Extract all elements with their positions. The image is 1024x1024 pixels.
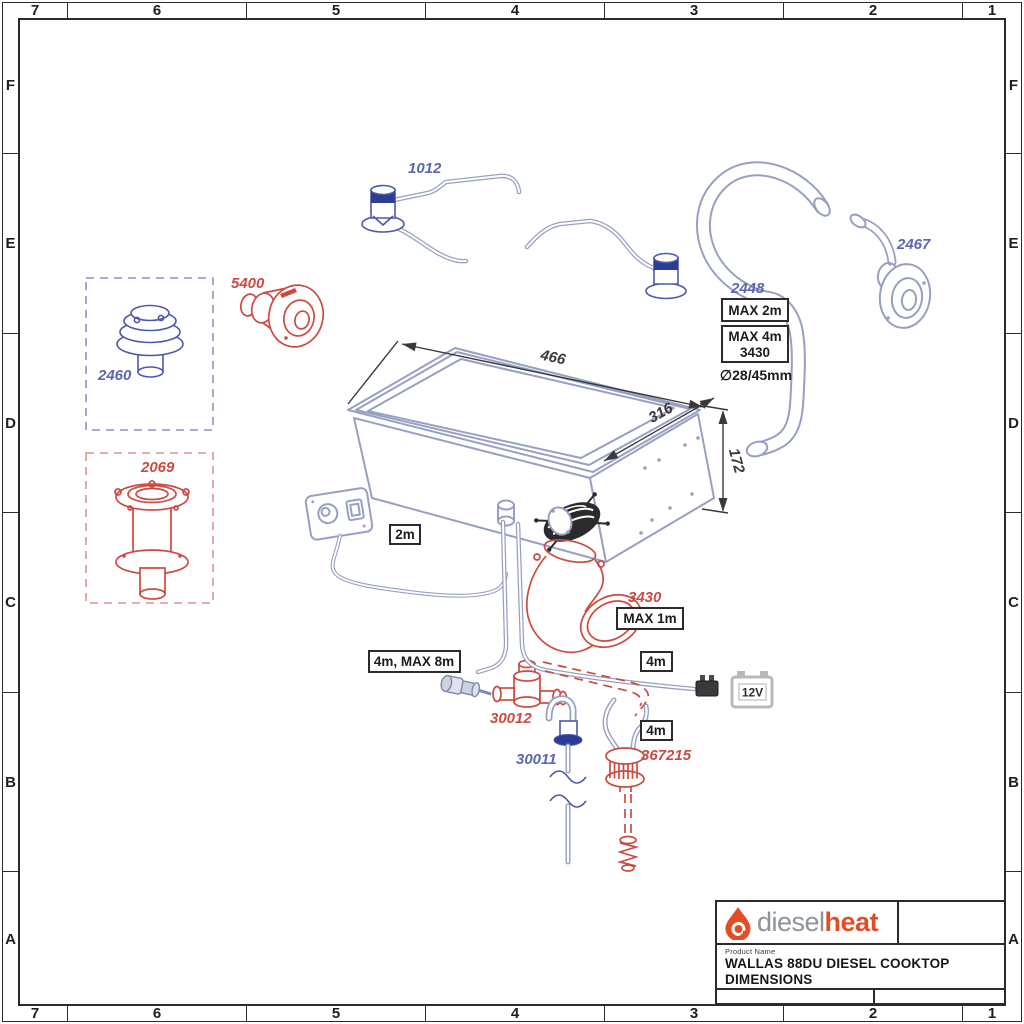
svg-text:172: 172: [725, 447, 748, 476]
callout-box-max4m: [721, 325, 789, 363]
fuel-line-group: 4m, MAX 8m 30012: [368, 519, 587, 865]
title-block: dieselheat Product Name WALLAS 88DU DIES…: [715, 900, 1006, 1005]
grid-ref-col: 6: [68, 1005, 247, 1022]
tall-chimney-group: 2069: [85, 452, 214, 604]
grid-ref-col: 4: [426, 1005, 605, 1022]
power-group: 4m 12V: [515, 521, 774, 709]
part-label-deck-chimney: 2460: [97, 367, 132, 384]
through-hull-group: 2467: [849, 213, 932, 329]
tank-connector-group: 4m 367215: [542, 661, 692, 872]
callout-box-max2m: [721, 298, 789, 322]
exhaust-hose-group: 2448 MAX 2m MAX 4m 3430 ∅28/45mm: [695, 161, 831, 458]
grid-ref-row: A: [1008, 930, 1019, 948]
brand-logo: dieselheat: [717, 902, 899, 943]
grid-ref-col: 7: [3, 1005, 68, 1022]
grid-ref-row: A: [5, 930, 16, 948]
grid-ref-row: C: [3, 513, 18, 693]
deck-chimney-group: 2460: [85, 277, 214, 431]
product-name-line2: DIMENSIONS: [725, 971, 813, 987]
grid-ref-row: F: [3, 18, 18, 154]
callout-max4m-line1: MAX 4m: [728, 329, 781, 344]
grid-ref-col: 1: [987, 1005, 997, 1022]
fuel-pickup: [545, 695, 587, 865]
callout-box-fuel-line: [368, 650, 461, 673]
fuel-pump-group: 1012: [361, 160, 687, 300]
grid-ref-col: 5: [247, 2, 426, 19]
grid-ref-col: 3: [605, 2, 784, 19]
callout-max4m-line2: 3430: [740, 345, 770, 360]
callout-hose-diameter: ∅28/45mm: [720, 367, 792, 383]
callout-box-power: [640, 651, 673, 672]
grid-ref-row: E: [3, 154, 18, 334]
grid-ref-col: 3: [605, 1005, 784, 1022]
callout-box-2m: [389, 524, 421, 545]
grid-ref-band-top: 7 6 5 4 3 2 1: [3, 2, 1021, 19]
grid-ref-band-bottom: 7 6 5 4 3 2 1: [3, 1005, 1021, 1022]
callout-tank-4m: 4m: [646, 723, 666, 738]
part-label-side-exit: 5400: [231, 275, 265, 292]
grid-ref-row: D: [3, 334, 18, 513]
title-block-footer-cell-left: [717, 990, 875, 1003]
product-name-field-label: Product Name: [725, 947, 776, 956]
grid-ref-col: 2: [784, 1005, 963, 1022]
grid-ref-col: 6: [68, 2, 247, 19]
callout-fuel-line: 4m, MAX 8m: [374, 654, 454, 669]
shutoff-valve: [492, 659, 568, 708]
side-exit-group: 5400: [231, 275, 325, 348]
part-label-exhaust-hose: 2448: [730, 280, 765, 297]
grid-ref-row: E: [1006, 154, 1021, 334]
brand-wordmark: dieselheat: [757, 907, 879, 937]
part-label-through-hull: 2467: [896, 236, 931, 253]
svg-text:466: 466: [538, 346, 568, 368]
part-label-tall-chimney: 2069: [140, 459, 175, 476]
option-box-red: [85, 452, 214, 604]
grid-ref-row: F: [1006, 18, 1021, 154]
grid-ref-band-left: F E D C B A: [3, 18, 18, 1006]
fuel-plug-connector: [440, 674, 492, 698]
title-block-footer-row: [717, 988, 1004, 1003]
grid-ref-row: B: [3, 693, 18, 872]
grid-ref-col: 1: [987, 2, 997, 19]
part-label-elbow: 3430: [628, 589, 662, 606]
fuel-strainer: [616, 835, 640, 872]
part-label-pickup: 30011: [516, 751, 557, 768]
elbow-duct-group: 3430 MAX 1m: [525, 538, 684, 654]
callout-box-tank: [640, 720, 673, 741]
dimension-height: 172: [701, 405, 748, 514]
callout-box-max1m: [616, 607, 684, 630]
battery-label: 12V: [742, 686, 763, 700]
title-block-footer-cell-right: [875, 990, 1004, 1003]
grid-ref-col: 4: [426, 2, 605, 19]
callout-max2m: MAX 2m: [728, 303, 781, 318]
grid-ref-col: 2: [784, 2, 963, 19]
title-block-logo-row: dieselheat: [717, 902, 1004, 945]
grid-ref-col: 5: [247, 1005, 426, 1022]
callout-power-4m: 4m: [646, 654, 666, 669]
grid-ref-row: C: [1006, 513, 1021, 693]
product-name-line1: WALLAS 88DU DIESEL COOKTOP: [725, 956, 950, 971]
grid-ref-band-right: F E D C B A: [1006, 18, 1021, 1006]
part-label-valve: 30012: [490, 710, 532, 727]
power-connector-icon: [695, 675, 719, 697]
title-block-empty-cell: [899, 902, 1004, 943]
title-block-product-row: Product Name WALLAS 88DU DIESEL COOKTOP …: [717, 945, 1004, 988]
part-label-fuel-pump: 1012: [408, 160, 442, 177]
part-label-tank-connector: 367215: [641, 747, 692, 764]
battery-icon: 12V: [730, 671, 774, 709]
cooktop-group: 466 316 172: [304, 340, 748, 598]
callout-max1m: MAX 1m: [623, 611, 676, 626]
grid-ref-row: D: [1006, 334, 1021, 513]
control-panel: [304, 487, 374, 541]
grid-ref-row: B: [1006, 693, 1021, 872]
grid-ref-col: 7: [3, 2, 68, 19]
callout-2m: 2m: [395, 527, 415, 542]
flame-icon: [725, 906, 751, 940]
option-box-blue: [85, 277, 214, 431]
